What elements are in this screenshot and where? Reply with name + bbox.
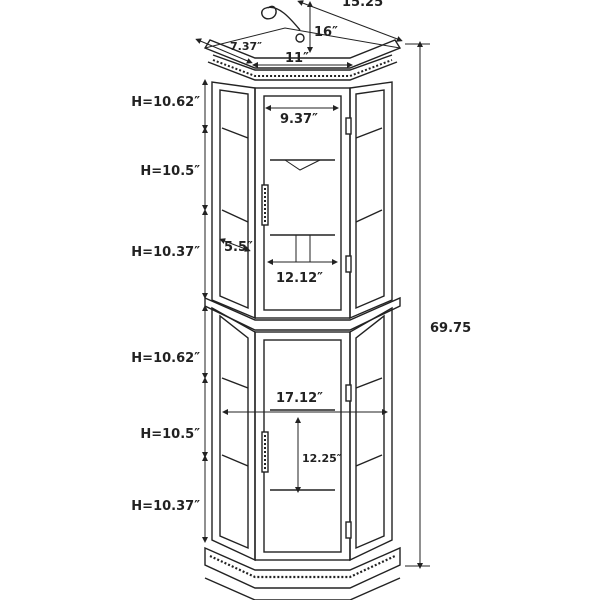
- cabinet-drawing: [203, 27, 402, 600]
- dimension-labels: 15.25 16″ 7.37″ 11″ 9.37″ 5.5″ 12.12″ 17…: [131, 0, 471, 514]
- cabinet-base: [204, 546, 401, 589]
- shelf-height-label-3: H=10.37″: [131, 245, 200, 260]
- lower-shelf-depth-label: 12.25″: [302, 452, 342, 465]
- front-width-label: 11″: [285, 51, 309, 66]
- door-top-width-label: 9.37″: [280, 112, 318, 127]
- total-height-label: 69.75: [430, 321, 471, 336]
- power-cord-icon: [261, 5, 305, 43]
- upper-door: [254, 87, 351, 319]
- shelf-height-label-2: H=10.5″: [140, 164, 200, 179]
- crown-molding: [212, 59, 393, 77]
- shelf-height-label-1: H=10.62″: [131, 95, 200, 110]
- upper-interior-width-label: 12.12″: [276, 271, 323, 286]
- top-depth-label: 16″: [314, 25, 338, 40]
- shelf-height-label-6: H=10.37″: [131, 499, 200, 514]
- shelf-height-label-4: H=10.62″: [131, 351, 200, 366]
- dimension-lines: [195, 0, 430, 569]
- lower-width-label: 17.12″: [276, 391, 323, 406]
- side-depth-label: 7.37″: [230, 40, 262, 53]
- shelf-height-label-5: H=10.5″: [140, 427, 200, 442]
- top-width-label: 15.25: [342, 0, 383, 10]
- side-panel-depth-label: 5.5″: [224, 240, 253, 255]
- lower-door: [254, 331, 351, 561]
